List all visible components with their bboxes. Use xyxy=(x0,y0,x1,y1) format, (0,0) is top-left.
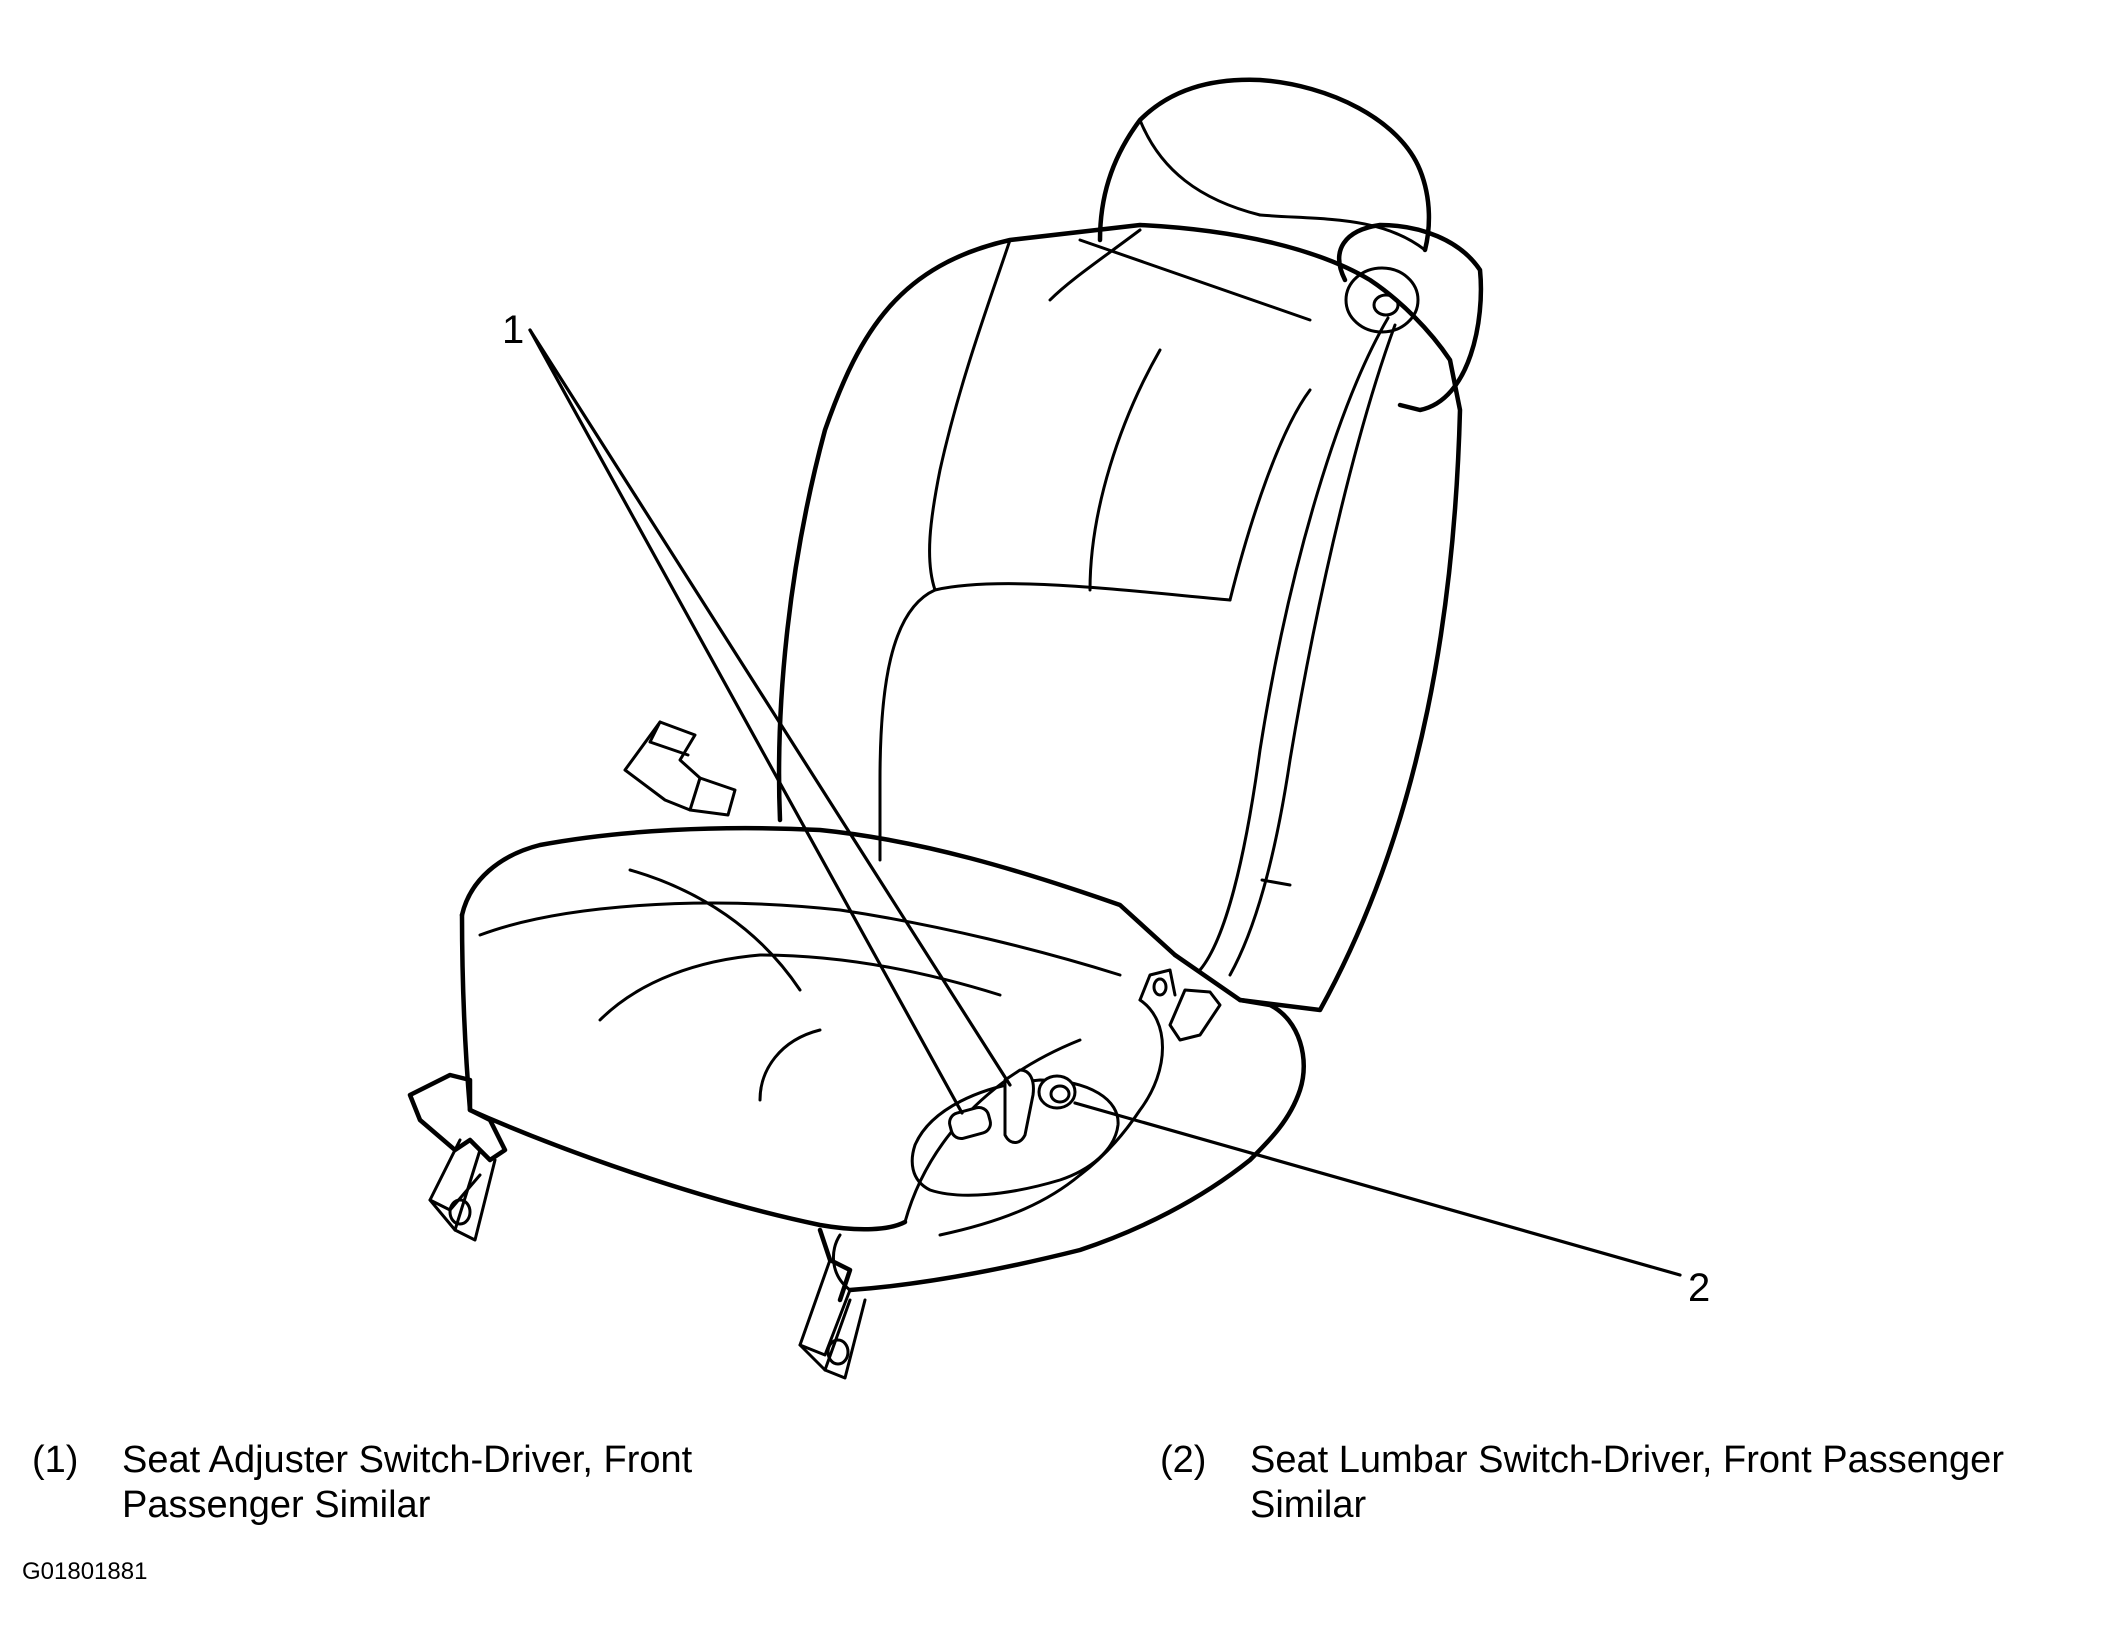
legend-text-line: Similar xyxy=(1250,1484,1367,1526)
callout-2: 2 xyxy=(1688,1266,1711,1310)
seat-track-left xyxy=(407,1072,508,1242)
seat-cushion xyxy=(459,825,1178,1232)
legend-text-line: Seat Adjuster Switch-Driver, Front xyxy=(122,1439,693,1481)
figure-id: G01801881 xyxy=(22,1558,148,1585)
leader-line-1b xyxy=(528,328,1012,1087)
legend-number: (2) xyxy=(1160,1439,1207,1481)
callout-1: 1 xyxy=(502,308,525,352)
seat-back xyxy=(776,222,1463,1013)
seat-belt-buckle xyxy=(623,720,737,817)
legend-item-2: (2) Seat Lumbar Switch-Driver, Front Pas… xyxy=(1160,1438,2100,1530)
recliner-hinge xyxy=(1138,968,1222,1042)
legend-item-1: (1) Seat Adjuster Switch-Driver, Front P… xyxy=(32,1438,772,1530)
legend-text-line: Passenger Similar xyxy=(122,1484,431,1526)
leader-line-2 xyxy=(1073,1101,1682,1277)
legend-number: (1) xyxy=(32,1439,79,1481)
shoulder-belt xyxy=(1198,222,1484,977)
leader-line-1a xyxy=(528,328,964,1115)
seat-track-right xyxy=(798,1227,867,1380)
legend-text-line: Seat Lumbar Switch-Driver, Front Passeng… xyxy=(1250,1439,2004,1481)
switch-panel xyxy=(910,1068,1120,1197)
leader-lines xyxy=(528,328,1682,1277)
headrest xyxy=(1097,77,1432,253)
